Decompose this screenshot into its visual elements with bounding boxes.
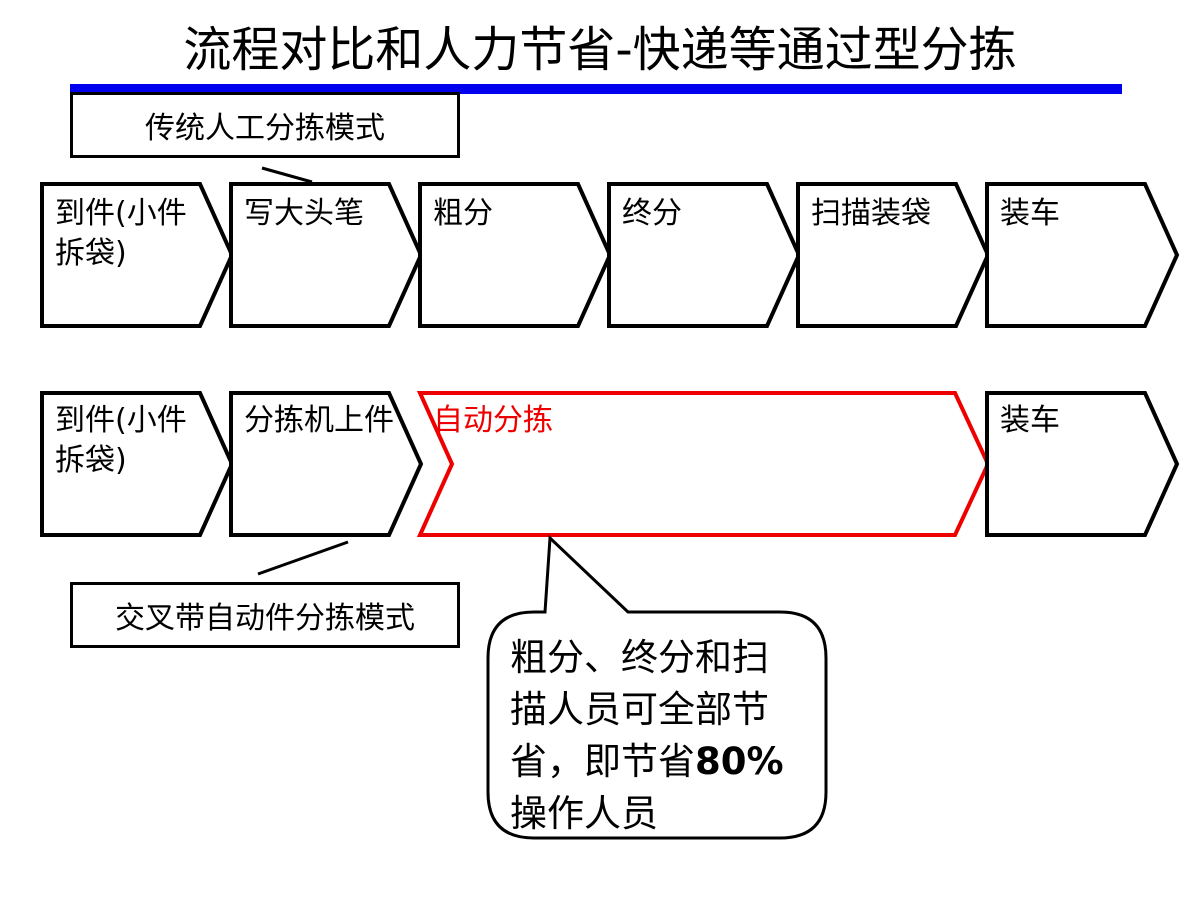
traditional-label-connector bbox=[261, 166, 313, 184]
callout-text-before: 粗分、终分和扫描人员可全部节省，即节省 bbox=[510, 636, 769, 783]
chevron-step-induction bbox=[229, 391, 424, 537]
step-scan-bag-text: 扫描装袋 bbox=[811, 196, 931, 231]
step-arrival-2-text: 到件(小件拆袋) bbox=[55, 403, 187, 478]
step-auto-sort-text: 自动分拣 bbox=[433, 403, 553, 438]
callout-percentage: 80% bbox=[695, 740, 784, 783]
chevron-step-final-sort bbox=[607, 182, 802, 328]
step-loading-2-text: 装车 bbox=[1000, 403, 1060, 438]
chevron-step-marking bbox=[229, 182, 424, 328]
step-arrival-text: 到件(小件拆袋) bbox=[55, 196, 187, 271]
chevron-step-arrival-2 bbox=[40, 391, 235, 537]
traditional-mode-label: 传统人工分拣模式 bbox=[70, 92, 460, 158]
savings-callout bbox=[486, 534, 828, 840]
step-loading-text: 装车 bbox=[1000, 196, 1060, 231]
step-rough-sort-text: 粗分 bbox=[433, 196, 493, 231]
chevron-step-auto-sort bbox=[416, 391, 991, 537]
chevron-step-loading-2 bbox=[985, 391, 1180, 537]
step-marking-text: 写大头笔 bbox=[244, 196, 364, 231]
chevron-step-loading bbox=[985, 182, 1180, 328]
callout-text-after: 操作人员 bbox=[510, 792, 658, 835]
chevron-step-arrival bbox=[40, 182, 235, 328]
savings-callout-text: 粗分、终分和扫描人员可全部节省，即节省80% 操作人员 bbox=[510, 632, 800, 840]
page-title: 流程对比和人力节省-快递等通过型分拣 bbox=[183, 22, 1017, 78]
chevron-step-scan-bag bbox=[796, 182, 991, 328]
chevron-step-rough-sort bbox=[418, 182, 613, 328]
traditional-mode-label-text: 传统人工分拣模式 bbox=[145, 111, 385, 146]
automatic-mode-label: 交叉带自动件分拣模式 bbox=[70, 582, 460, 648]
automatic-mode-label-text: 交叉带自动件分拣模式 bbox=[115, 601, 415, 636]
title-underline bbox=[70, 84, 1122, 94]
step-induction-text: 分拣机上件 bbox=[244, 403, 394, 438]
step-final-sort-text: 终分 bbox=[622, 196, 682, 231]
automatic-label-connector bbox=[257, 540, 349, 576]
